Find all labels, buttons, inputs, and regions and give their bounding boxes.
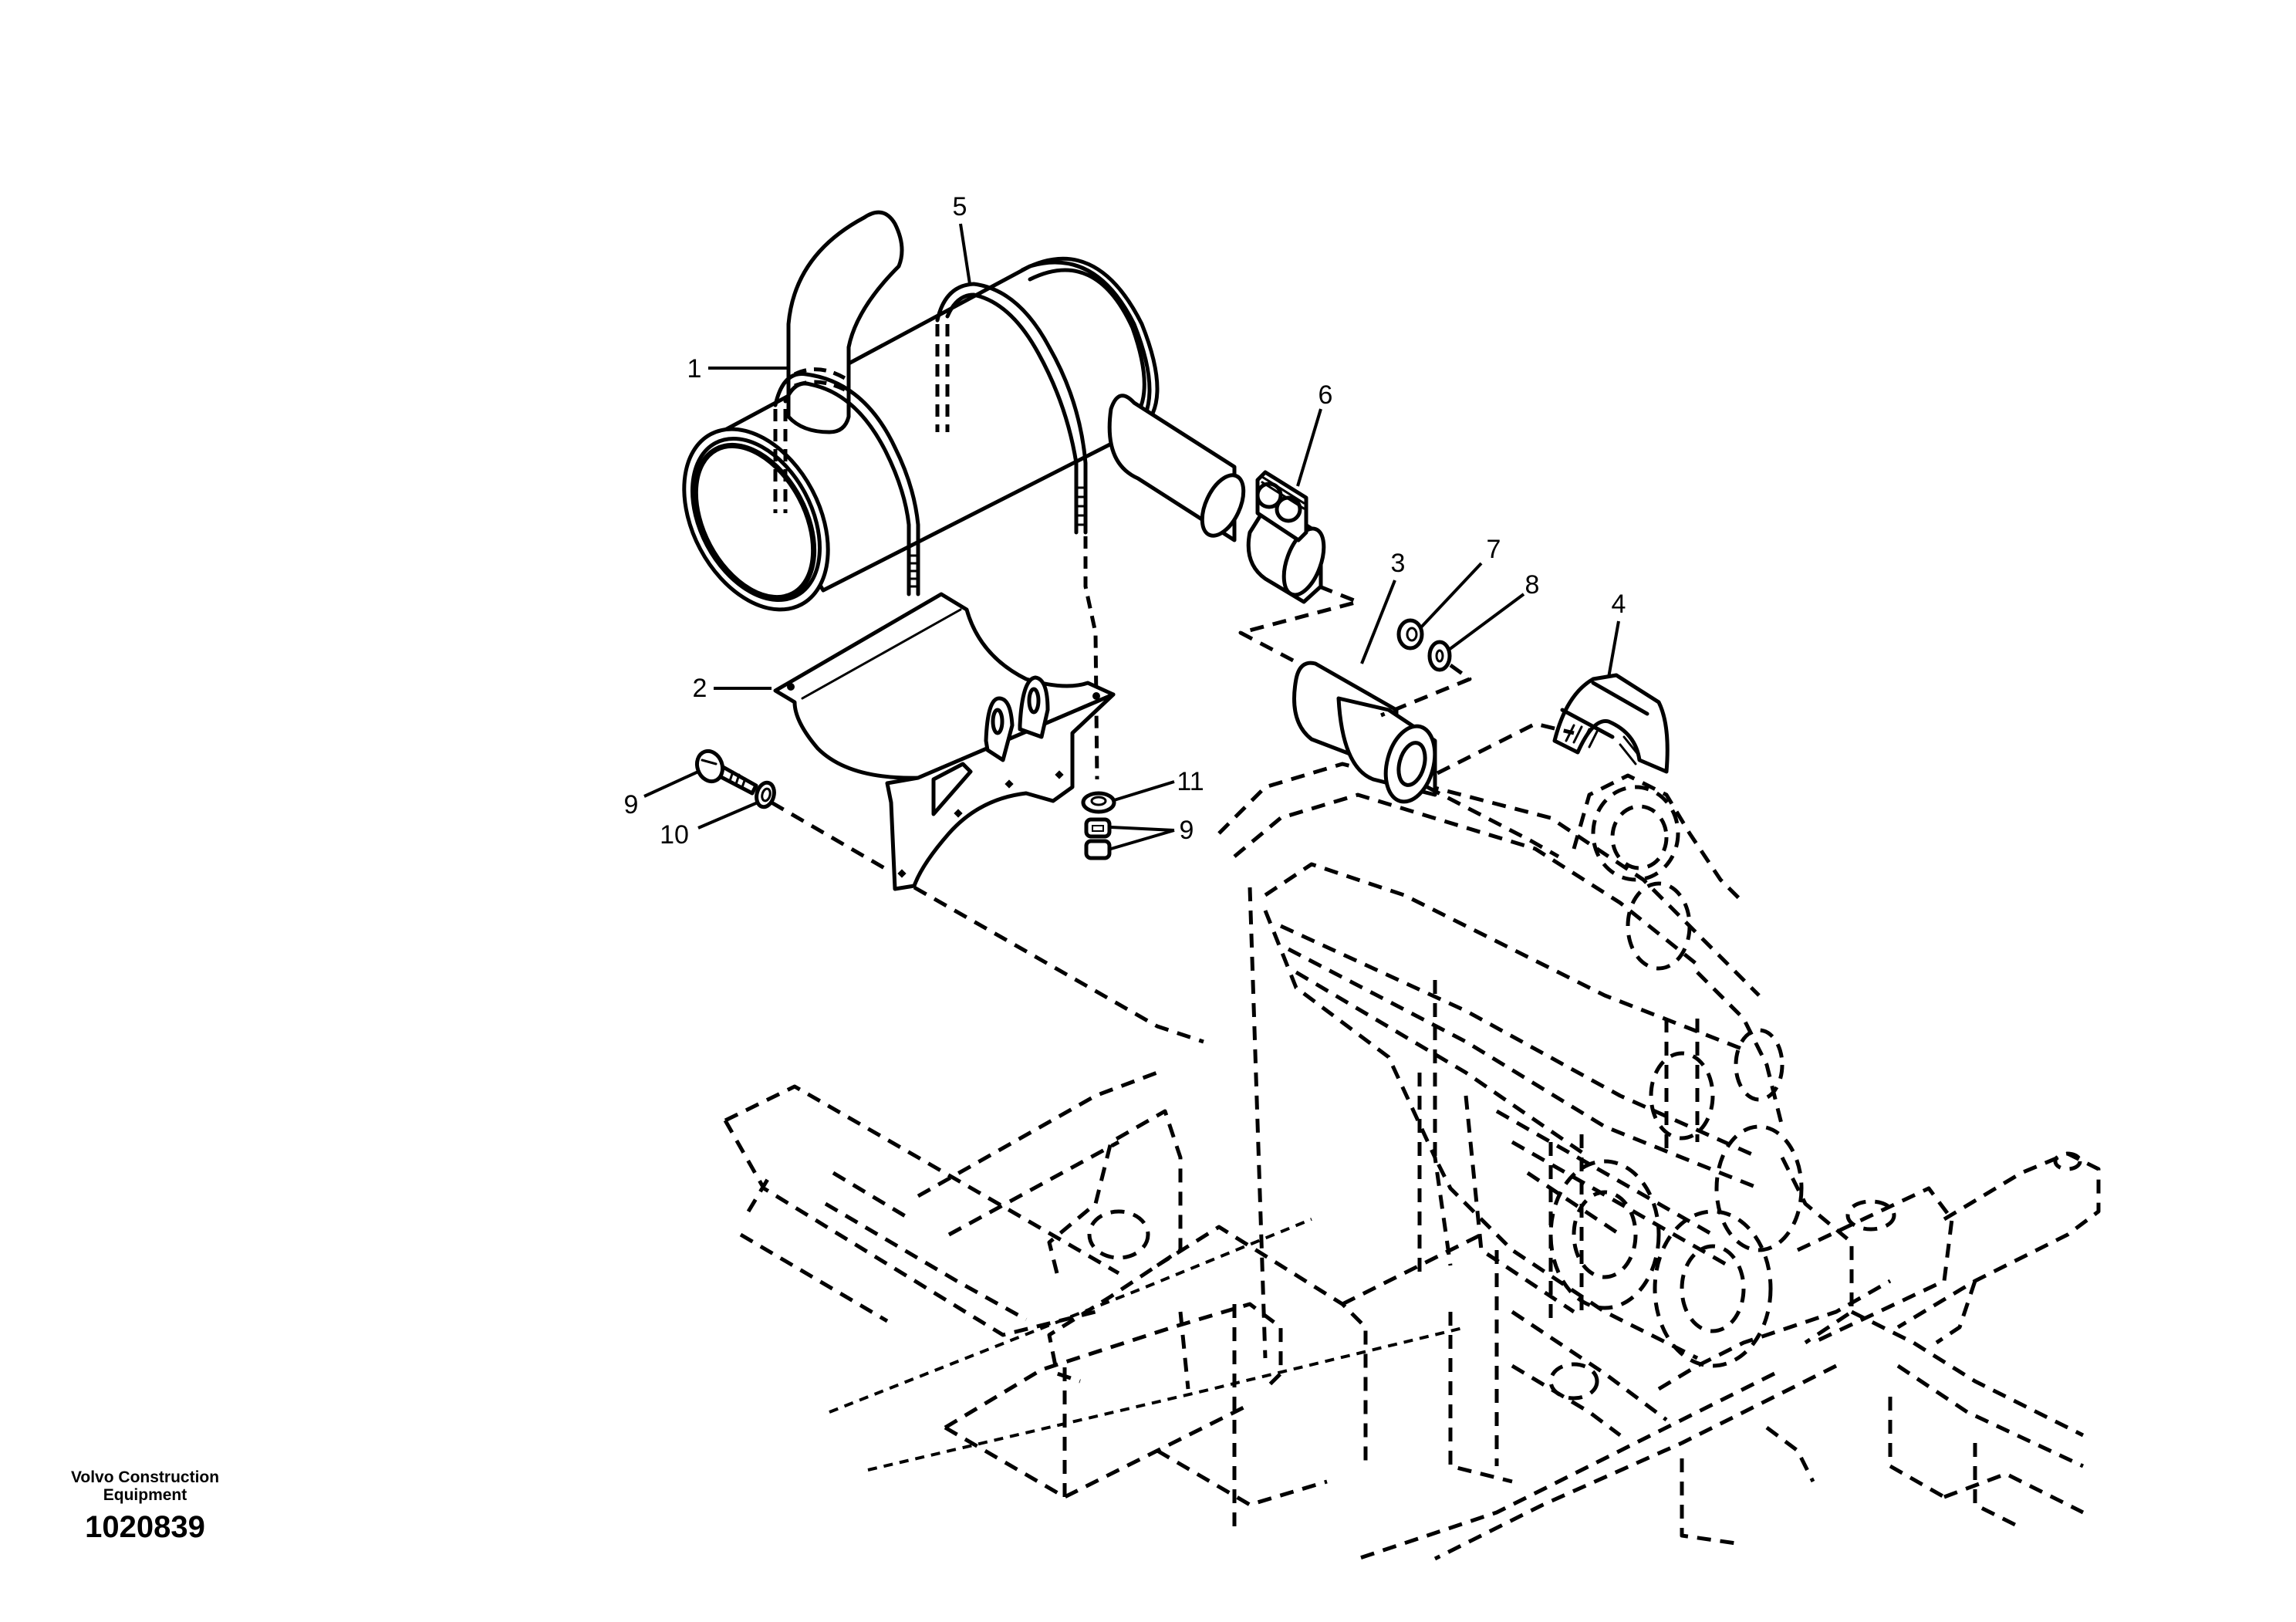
assembly-path-7-8-3 [1380,663,1472,718]
callout-3: 3 [1390,549,1406,578]
exhaust-pipe-part-3 [1292,661,1437,804]
callout-7: 7 [1486,535,1501,564]
muffler-assembly [682,210,1246,780]
engine-and-frame-phantom [723,762,2101,1561]
nuts-part-9 [1084,817,1112,860]
callout-9-bolt: 9 [623,790,639,819]
heat-shield-part-4 [1552,673,1670,774]
callout-1: 1 [687,354,702,384]
publisher-name-line2: Equipment [103,1486,187,1505]
callout-9-nut: 9 [1179,816,1194,845]
assembly-path-4-3 [1436,721,1575,776]
figure-caption: Volvo Construction Equipment 1020839 [71,1468,219,1544]
callout-8: 8 [1524,570,1540,600]
washer-part-8 [1427,640,1452,672]
clamp-part-6 [1246,470,1326,604]
bracket-part-2 [773,592,1116,891]
nut-part-7 [1396,618,1424,650]
assembly-path-bolt-bracket [770,800,893,874]
callout-10: 10 [660,820,689,850]
assembly-path-3-engine [1426,785,1560,859]
callout-6: 6 [1318,380,1333,410]
leader-lines [643,223,1620,850]
assembly-path-bracket-engine [913,885,1204,1044]
washer-part-11 [1081,791,1116,814]
spring-washer-part-10 [755,780,776,809]
publisher-name-line1: Volvo Construction [70,1468,220,1486]
callout-4: 4 [1611,590,1626,619]
callout-5: 5 [952,192,967,221]
callout-11: 11 [1177,767,1204,796]
assembly-path-6-3 [1238,584,1360,664]
callout-2: 2 [692,674,707,703]
figure-number: 1020839 [85,1510,205,1545]
bolt-part-9 [694,748,758,796]
